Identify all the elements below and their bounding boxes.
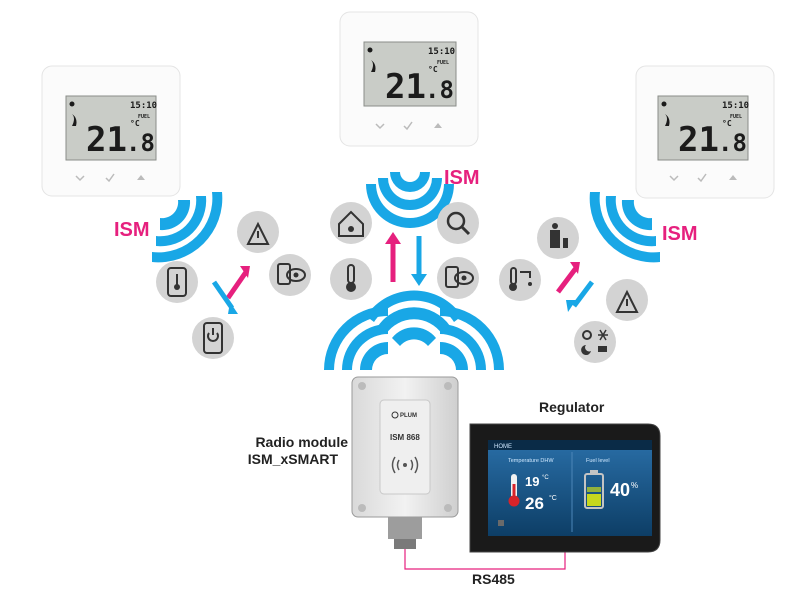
temp-setpoint-unit: °C: [542, 475, 549, 481]
thermometer-device-icon: [156, 261, 198, 303]
thermostat-right: 21 .8 °C 15:10 FUEL: [635, 65, 775, 199]
ism-label-left: ISM: [114, 219, 150, 241]
signal-waves-center-top: [366, 172, 454, 228]
temp-actual: 26: [525, 494, 544, 513]
power-device-icon: [192, 317, 234, 359]
remote-eye-icon: [269, 254, 311, 296]
arrows-center: [385, 232, 427, 286]
temp-actual-unit: °C: [549, 494, 557, 502]
regulator-title: Regulator: [539, 399, 605, 415]
confirm-button[interactable]: [105, 173, 115, 183]
ism-label-right: ISM: [662, 223, 698, 245]
flame-icon: [665, 114, 670, 126]
search-icon: [437, 202, 479, 244]
thermostat-fuel: FUEL: [730, 114, 742, 120]
module-caption-line1: Radio module: [255, 434, 348, 450]
bus-label: RS485: [472, 571, 515, 587]
up-button[interactable]: [729, 175, 737, 180]
fuel-value: 40: [610, 480, 630, 500]
thermostat-temp-decimal: .8: [718, 129, 747, 157]
thermostat-temp: 21: [385, 67, 426, 107]
up-button[interactable]: [137, 175, 145, 180]
ism-label-center: ISM: [444, 167, 480, 189]
thermostat-time: 15:10: [428, 47, 455, 57]
module-caption-line2: ISM_xSMART: [248, 451, 339, 467]
down-button[interactable]: [669, 175, 679, 182]
thermostat-fuel: FUEL: [138, 114, 150, 120]
regulator-device: HOME Temperature DHW Fuel level 19 °C 26…: [469, 423, 661, 553]
thermostat-temp-decimal: .8: [126, 129, 155, 157]
cable-gland: [388, 517, 422, 539]
rs485-bus: [404, 549, 566, 570]
brand-logo: PLUM: [400, 413, 417, 419]
flame-icon: [371, 60, 376, 72]
signal-waves-left: [152, 192, 223, 263]
arrows-right: [556, 262, 594, 312]
water-temperature-icon: [499, 259, 541, 301]
season-modes-icon: [574, 321, 616, 363]
arrows-left: [211, 266, 250, 314]
thermometer-icon: [330, 258, 372, 300]
warning-icon: [237, 211, 279, 253]
screen-header: HOME: [494, 444, 512, 450]
battery-fuel-icon: [584, 470, 604, 509]
thermostat-temp: 21: [86, 120, 127, 160]
thermometer-icon: [508, 474, 520, 507]
module-model: ISM 868: [390, 433, 420, 442]
home-temperature-icon: [330, 202, 372, 244]
remote-eye-icon: [437, 257, 479, 299]
thermostat-unit: °C: [428, 65, 438, 74]
sun-icon: [661, 101, 667, 107]
temp-setpoint: 19: [525, 474, 539, 489]
warning-icon: [606, 279, 648, 321]
boiler-icon: [537, 217, 579, 259]
thermostat-time: 15:10: [722, 101, 749, 111]
radio-module: PLUM ISM 868: [351, 376, 459, 549]
temp-dhw-label: Temperature DHW: [508, 458, 554, 464]
thermostat-temp-decimal: .8: [425, 76, 454, 104]
thermostat-unit: °C: [722, 119, 732, 128]
signal-waves-right: [589, 192, 660, 263]
sun-icon: [69, 101, 75, 107]
down-button[interactable]: [375, 123, 385, 130]
flame-icon: [72, 114, 77, 126]
thermostat-fuel: FUEL: [437, 60, 449, 66]
fuel-level-label: Fuel level: [586, 458, 610, 464]
up-button[interactable]: [434, 123, 442, 128]
signal-waves-module-center: [366, 290, 462, 346]
signal-waves-module-right: [440, 306, 504, 370]
confirm-button[interactable]: [403, 121, 413, 131]
thermostat-temp: 21: [678, 120, 719, 160]
down-button[interactable]: [75, 175, 85, 182]
fuel-unit: %: [631, 481, 638, 490]
thermostat-left: 21 .8 °C 15:10 FUEL: [41, 65, 181, 197]
thermostat-unit: °C: [130, 119, 140, 128]
wireless-icon: [391, 456, 419, 474]
thermostat-center: 21 .8 °C 15:10 FUEL: [339, 11, 479, 147]
sun-icon: [367, 47, 373, 53]
thermostat-time: 15:10: [130, 101, 157, 111]
confirm-button[interactable]: [697, 173, 707, 183]
